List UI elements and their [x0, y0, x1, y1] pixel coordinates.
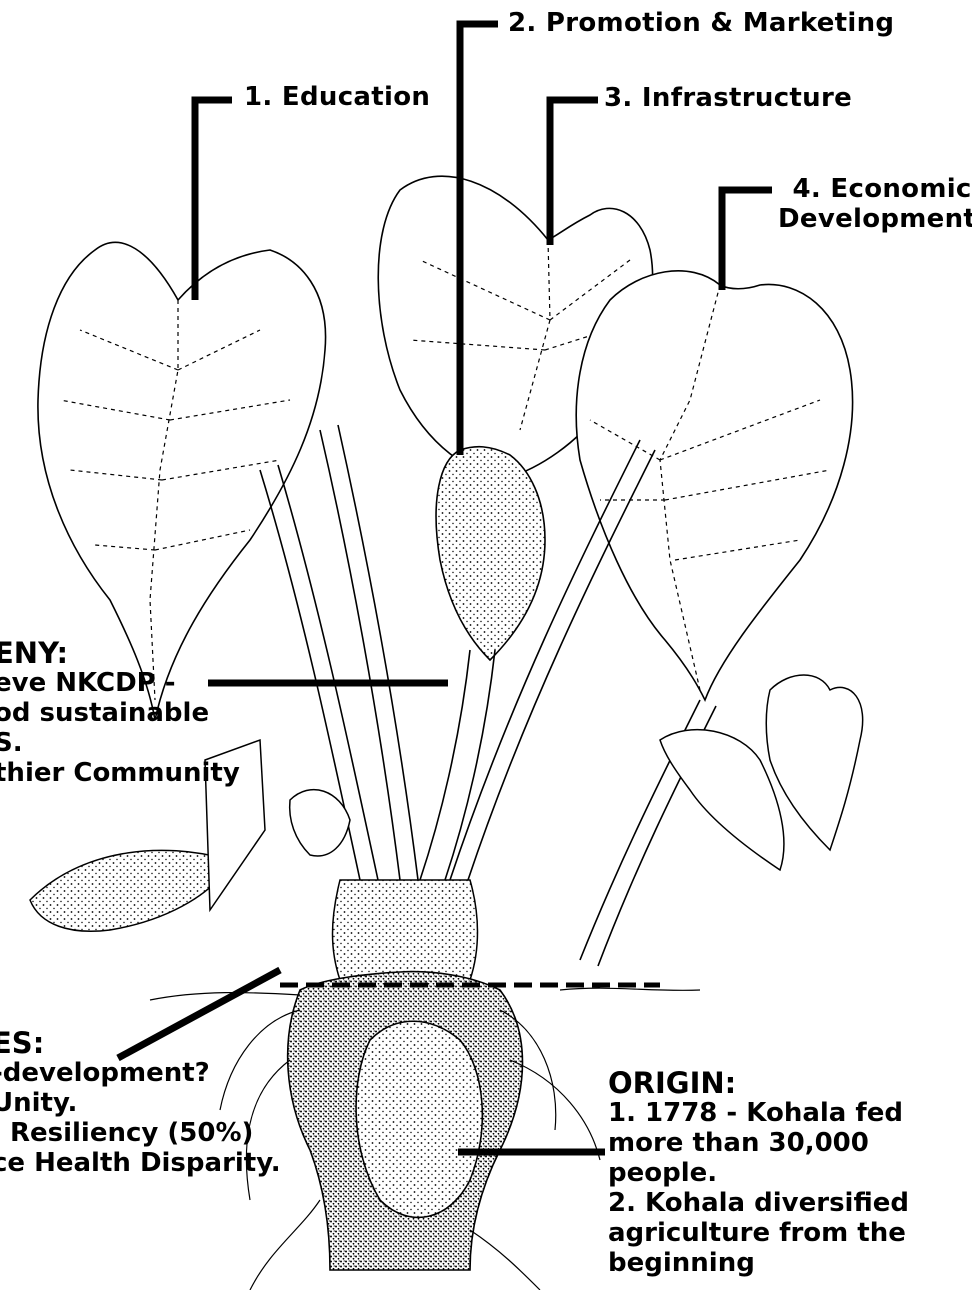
origin-line-4: 2. Kohala diversified: [608, 1188, 909, 1218]
left-lower-line-3: l Resiliency (50%): [0, 1118, 281, 1148]
left-upper-line-4: thier Community: [0, 758, 240, 788]
left-lower-line-4: ce Health Disparity.: [0, 1148, 281, 1178]
origin-line-3: people.: [608, 1158, 909, 1188]
origin-line-1: 1. 1778 - Kohala fed: [608, 1098, 909, 1128]
label-economic-line1: 4. Economic: [778, 174, 972, 204]
label-infrastructure: 3. Infrastructure: [604, 83, 852, 113]
origin-heading: ORIGIN:: [608, 1068, 909, 1098]
leaf-promotion: [436, 447, 545, 660]
corm: [288, 972, 523, 1270]
stalk-base: [333, 880, 478, 980]
left-upper-line-1: eve NKCDP -: [0, 668, 240, 698]
label-economic-development: 4. Economic Development: [778, 174, 972, 234]
origin-line-6: beginning: [608, 1248, 909, 1278]
left-lower-heading: ES:: [0, 1028, 281, 1058]
left-lower-line-1: -development?: [0, 1058, 281, 1088]
left-upper-heading: ENY:: [0, 638, 240, 668]
label-economic-line2: Development: [778, 204, 972, 234]
origin-line-2: more than 30,000: [608, 1128, 909, 1158]
left-upper-line-2: od sustainable: [0, 698, 240, 728]
label-education: 1. Education: [244, 82, 430, 112]
left-lower-block: ES: -development? Unity. l Resiliency (5…: [0, 1028, 281, 1178]
left-lower-line-2: Unity.: [0, 1088, 281, 1118]
left-upper-block: ENY: eve NKCDP - od sustainable S. thier…: [0, 638, 240, 788]
origin-line-5: agriculture from the: [608, 1218, 909, 1248]
left-upper-line-3: S.: [0, 728, 240, 758]
label-promotion-marketing: 2. Promotion & Marketing: [508, 8, 894, 38]
origin-block: ORIGIN: 1. 1778 - Kohala fed more than 3…: [608, 1068, 909, 1278]
leader-economic: [722, 190, 772, 290]
